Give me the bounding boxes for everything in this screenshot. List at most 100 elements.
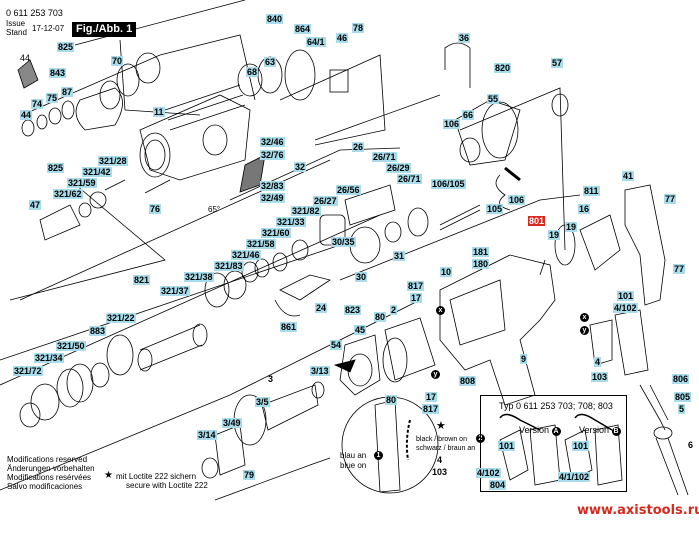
part-label[interactable]: 9 bbox=[520, 354, 528, 364]
part-label[interactable]: 101 bbox=[617, 291, 635, 301]
part-label[interactable]: 3 bbox=[268, 374, 274, 384]
part-label[interactable]: 26/29 bbox=[386, 163, 411, 173]
part-label[interactable]: 843 bbox=[49, 68, 67, 78]
part-label[interactable]: 32/46 bbox=[260, 137, 285, 147]
part-label[interactable]: 106/105 bbox=[431, 179, 466, 189]
part-label[interactable]: 76 bbox=[149, 204, 162, 214]
part-label[interactable]: 825 bbox=[47, 163, 65, 173]
part-label[interactable]: 44 bbox=[20, 53, 31, 63]
part-label[interactable]: 68 bbox=[246, 67, 259, 77]
part-label[interactable]: 32/83 bbox=[260, 181, 285, 191]
part-label[interactable]: 24 bbox=[315, 303, 328, 313]
part-label[interactable]: 3/49 bbox=[222, 418, 242, 428]
part-label[interactable]: 861 bbox=[280, 322, 298, 332]
part-label[interactable]: 63 bbox=[264, 57, 277, 67]
part-label[interactable]: 321/46 bbox=[231, 250, 261, 260]
part-label[interactable]: 321/58 bbox=[246, 239, 276, 249]
part-label[interactable]: 817 bbox=[422, 404, 440, 414]
part-label[interactable]: 821 bbox=[133, 275, 151, 285]
part-label[interactable]: 30/35 bbox=[331, 237, 356, 247]
part-label[interactable]: 64/1 bbox=[306, 37, 326, 47]
part-label[interactable]: 77 bbox=[673, 264, 686, 274]
part-label[interactable]: 180 bbox=[472, 259, 490, 269]
part-label[interactable]: 26 bbox=[352, 142, 365, 152]
part-label[interactable]: 6 bbox=[688, 440, 694, 450]
part-label[interactable]: 840 bbox=[266, 14, 284, 24]
part-label[interactable]: 30 bbox=[355, 272, 368, 282]
part-label[interactable]: 4/1/102 bbox=[558, 472, 591, 482]
part-label[interactable]: 321/28 bbox=[98, 156, 128, 166]
part-label[interactable]: 70 bbox=[111, 56, 124, 66]
part-label[interactable]: 57 bbox=[551, 58, 564, 68]
part-label[interactable]: 45 bbox=[354, 325, 367, 335]
part-label[interactable]: 823 bbox=[344, 305, 362, 315]
part-label[interactable]: 825 bbox=[57, 42, 75, 52]
part-label[interactable]: 321/34 bbox=[34, 353, 64, 363]
part-label[interactable]: 321/72 bbox=[13, 366, 43, 376]
part-label[interactable]: 321/33 bbox=[276, 217, 306, 227]
part-label[interactable]: 321/62 bbox=[53, 189, 83, 199]
part-label[interactable]: 54 bbox=[330, 340, 343, 350]
part-label[interactable]: 321/83 bbox=[214, 261, 244, 271]
website-url[interactable]: www.axistools.ru bbox=[577, 503, 699, 518]
part-label[interactable]: 5 bbox=[678, 404, 686, 414]
part-label[interactable]: 105 bbox=[486, 204, 504, 214]
part-label[interactable]: 864 bbox=[294, 24, 312, 34]
part-label[interactable]: 11 bbox=[153, 107, 165, 117]
part-label[interactable]: 80 bbox=[374, 312, 387, 322]
part-label[interactable]: 106 bbox=[443, 119, 461, 129]
part-label[interactable]: 4/102 bbox=[476, 468, 501, 478]
part-label[interactable]: 321/37 bbox=[160, 286, 190, 296]
part-label[interactable]: 46 bbox=[336, 33, 349, 43]
part-label[interactable]: 321/60 bbox=[261, 228, 291, 238]
part-label[interactable]: 17 bbox=[425, 392, 438, 402]
part-label[interactable]: 26/71 bbox=[372, 152, 397, 162]
part-label[interactable]: 78 bbox=[352, 23, 365, 33]
part-label[interactable]: 44 bbox=[20, 110, 33, 120]
part-label[interactable]: 805 bbox=[674, 392, 692, 402]
part-label[interactable]: 806 bbox=[672, 374, 690, 384]
part-label[interactable]: 80 bbox=[385, 395, 398, 405]
part-label[interactable]: 19 bbox=[548, 230, 561, 240]
part-label[interactable]: 4/102 bbox=[613, 303, 638, 313]
part-label[interactable]: 101 bbox=[498, 441, 516, 451]
part-label[interactable]: 2 bbox=[390, 305, 398, 315]
part-label[interactable]: 77 bbox=[664, 194, 677, 204]
part-label[interactable]: 820 bbox=[494, 63, 512, 73]
part-label[interactable]: 804 bbox=[489, 480, 507, 490]
part-label[interactable]: 103 bbox=[591, 372, 609, 382]
part-label[interactable]: 41 bbox=[622, 171, 635, 181]
part-label[interactable]: 3/14 bbox=[197, 430, 217, 440]
part-label[interactable]: 31 bbox=[393, 251, 406, 261]
part-label[interactable]: 32/49 bbox=[260, 193, 285, 203]
part-label-highlighted[interactable]: 801 bbox=[528, 216, 546, 226]
part-label[interactable]: 36 bbox=[458, 33, 471, 43]
part-label[interactable]: 17 bbox=[410, 293, 423, 303]
part-label[interactable]: 181 bbox=[472, 247, 490, 257]
part-label[interactable]: 26/27 bbox=[313, 196, 338, 206]
part-label[interactable]: 106 bbox=[508, 195, 526, 205]
part-label[interactable]: 3/5 bbox=[255, 397, 270, 407]
part-label[interactable]: 817 bbox=[407, 281, 425, 291]
part-label[interactable]: 321/22 bbox=[106, 313, 136, 323]
part-label[interactable]: 10 bbox=[440, 267, 453, 277]
part-label[interactable]: 321/59 bbox=[67, 178, 97, 188]
part-label[interactable]: 3/13 bbox=[310, 366, 330, 376]
part-label[interactable]: 16 bbox=[578, 204, 591, 214]
part-label[interactable]: 321/82 bbox=[291, 206, 321, 216]
part-label[interactable]: 883 bbox=[89, 326, 107, 336]
part-label[interactable]: 32/76 bbox=[260, 150, 285, 160]
part-label[interactable]: 811 bbox=[583, 186, 600, 196]
part-label[interactable]: 26/56 bbox=[336, 185, 361, 195]
part-label[interactable]: 321/38 bbox=[184, 272, 214, 282]
part-label[interactable]: 321/50 bbox=[56, 341, 86, 351]
part-label[interactable]: 55 bbox=[487, 94, 500, 104]
part-label[interactable]: 74 bbox=[31, 99, 44, 109]
part-label[interactable]: 32 bbox=[294, 162, 307, 172]
part-label[interactable]: 101 bbox=[572, 441, 590, 451]
part-label[interactable]: 47 bbox=[29, 200, 42, 210]
part-label[interactable]: 87 bbox=[61, 87, 74, 97]
part-label[interactable]: 321/42 bbox=[82, 167, 112, 177]
part-label[interactable]: 4 bbox=[594, 357, 602, 367]
part-label[interactable]: 75 bbox=[46, 93, 59, 103]
